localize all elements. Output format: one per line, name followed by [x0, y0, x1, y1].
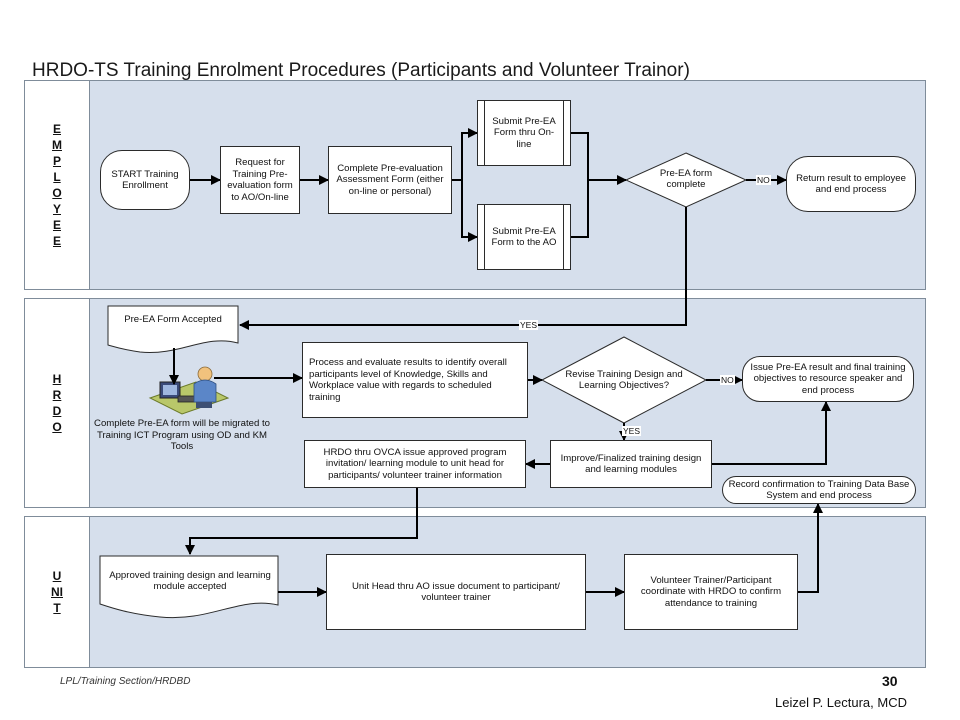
label-yes-hrdo: YES	[622, 426, 642, 436]
lane-label-unit: UNIT	[24, 516, 90, 668]
label-no-hrdo: NO	[720, 375, 735, 385]
page-number: 30	[882, 673, 898, 689]
lane-label-unit-text: UNIT	[51, 569, 63, 615]
lane-label-employee: EMPLOYEE	[24, 80, 90, 290]
diagram-title: HRDO-TS Training Enrolment Procedures (P…	[32, 60, 690, 81]
approved-training-design-accepted: Approved training design and learning mo…	[109, 569, 271, 593]
issue-approved-program-invitation: HRDO thru OVCA issue approved program in…	[304, 440, 526, 488]
label-no-employee: NO	[756, 175, 771, 185]
start-training-enrollment: START Training Enrollment	[100, 150, 190, 210]
issue-pre-ea-result-end: Issue Pre-EA result and final training o…	[742, 356, 914, 402]
coordinate-with-hrdo: Volunteer Trainer/Participant coordinate…	[624, 554, 798, 630]
pre-ea-form-accepted: Pre-EA Form Accepted	[124, 314, 222, 326]
process-evaluate-results: Process and evaluate results to identify…	[302, 342, 528, 418]
decision-revise-design: Revise Training Design and Learning Obje…	[565, 368, 683, 392]
computer-migration-caption: Complete Pre-EA form will be migrated to…	[94, 418, 270, 452]
doc-pre-ea-accepted-shape	[107, 305, 239, 353]
return-result-end: Return result to employee and end proces…	[786, 156, 916, 212]
complete-assessment-form: Complete Pre-evaluation Assessment Form …	[328, 146, 452, 214]
computer-user-icon	[148, 366, 230, 415]
doc-approved-design-shape	[99, 555, 279, 619]
submit-pre-ea-online: Submit Pre-EA Form thru On-line	[477, 100, 571, 166]
lane-label-employee-text: EMPLOYEE	[52, 122, 62, 248]
submit-pre-ea-to-ao: Submit Pre-EA Form to the AO	[477, 204, 571, 270]
improve-training-design: Improve/Finalized training design and le…	[550, 440, 712, 488]
lane-label-hrdo: HRDO	[24, 298, 90, 508]
request-pre-evaluation-form: Request for Training Pre-evaluation form…	[220, 146, 300, 214]
footer-source: LPL/Training Section/HRDBD	[60, 676, 191, 687]
decision-pre-ea-complete: Pre-EA form complete	[659, 167, 713, 191]
author-name: Leizel P. Lectura, MCD	[775, 695, 907, 710]
label-yes-employee: YES	[519, 320, 539, 330]
record-confirmation-end: Record confirmation to Training Data Bas…	[722, 476, 916, 504]
lane-label-hrdo-text: HRDO	[52, 372, 62, 434]
unit-head-issue-document: Unit Head thru AO issue document to part…	[326, 554, 586, 630]
